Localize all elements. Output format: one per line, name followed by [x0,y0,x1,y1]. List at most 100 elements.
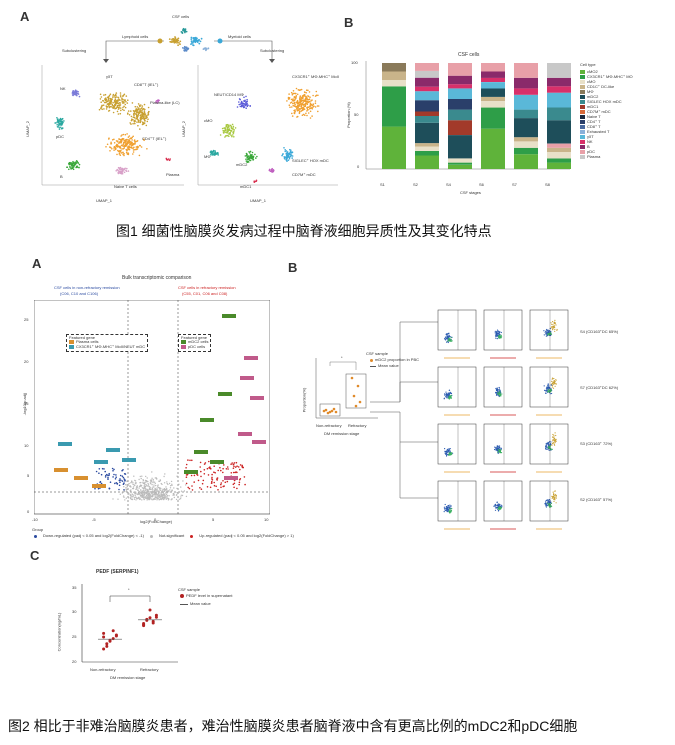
umap-point [245,101,247,103]
umap-point [555,383,557,385]
stacked-bar-segment [514,77,538,89]
fig1-panel-a-letter: A [20,9,30,24]
fig2-a-ytick-25: 25 [24,317,29,322]
umap-point [290,155,292,158]
stacked-bar-segment [415,143,439,147]
volcano-point-down [113,473,115,476]
legend-label: mDC1 [587,104,599,109]
umap-point [231,135,233,138]
umap-point [165,158,168,161]
volcano-point-down [119,474,122,477]
umap-point [226,128,228,130]
umap-point [233,129,236,131]
umap-point [141,107,143,109]
umap-point [245,103,247,105]
umap-point [498,451,500,453]
umap-point [238,101,240,103]
volcano-point [136,493,138,496]
umap-point [271,169,274,172]
umap-point [296,116,298,118]
umap-point [554,495,556,497]
pedf-point [102,647,106,651]
umap-point [446,341,448,343]
volcano-point [181,494,184,497]
umap-point [499,506,501,508]
volcano-point [168,482,171,485]
volcano-point [179,498,182,500]
umap-point [135,118,137,120]
fig2-a-ytick-10: 10 [24,443,29,448]
umap-point [124,103,127,106]
umap-point [177,44,179,47]
umap-point [121,169,124,171]
legend-swatch [580,110,585,114]
umap-point [134,141,136,143]
umap-point [134,143,136,145]
volcano-point-down [120,479,122,482]
pedf-point [145,617,149,621]
umap-point [495,333,498,335]
umap-point [552,439,554,441]
legend-swatch [580,75,585,79]
umap-point [110,141,112,144]
umap-point [446,333,448,335]
umap-point [551,392,553,395]
umap-point [296,108,298,111]
umap-point [74,161,76,164]
umap-point [176,42,178,44]
volcano-point [156,499,158,501]
volcano-point [167,497,169,500]
umap-point [496,501,498,503]
volcano-point-up [207,474,210,476]
volcano-point [162,488,164,490]
umap-point [118,98,120,101]
legend-label: cMO [587,79,596,84]
umap-point [245,95,247,98]
volcano-point [156,478,158,480]
fig1-b-xlabel: CSF stages [460,190,481,195]
volcano-point [140,490,142,492]
volcano-point-up [202,479,205,482]
umap-point [547,502,549,504]
umap-point [119,94,122,96]
umap-point [141,121,144,123]
legend-item: MΦ [580,90,658,94]
umap-point [254,153,256,156]
umap-point [196,41,199,43]
umap-point [124,99,126,101]
volcano-point [150,483,152,485]
volcano-point [180,486,182,488]
fig2-a-right-box: Featured gene mDC2 cells pDC cells [178,334,212,352]
umap-point [121,108,124,111]
volcano-point [153,498,155,501]
umap-point [181,31,184,34]
legend-item: NK [580,140,658,144]
umap-point [545,445,547,447]
umap-point [167,158,170,160]
umap-point [554,438,556,440]
umap-point [116,144,118,146]
volcano-point [143,492,145,494]
stacked-bar-segment [514,88,538,95]
pedf-point [154,615,158,619]
volcano-point-up [191,485,193,487]
volcano-point [149,495,151,497]
umap-point [498,337,500,339]
umap-point [291,93,294,95]
volcano-point [171,498,173,500]
umap-point [139,144,141,147]
volcano-point-up [230,463,232,465]
umap-point [221,127,224,130]
umap-point [61,127,64,129]
umap-point [112,95,114,97]
umap-point [548,331,550,333]
umap-point [131,118,133,120]
umap-point [224,135,227,137]
umap-point [314,100,317,102]
volcano-point [140,495,142,498]
umap-point [307,95,309,97]
umap-point [291,157,293,159]
volcano-point [148,492,151,494]
umap-point [306,102,308,104]
umap-point [302,95,305,97]
